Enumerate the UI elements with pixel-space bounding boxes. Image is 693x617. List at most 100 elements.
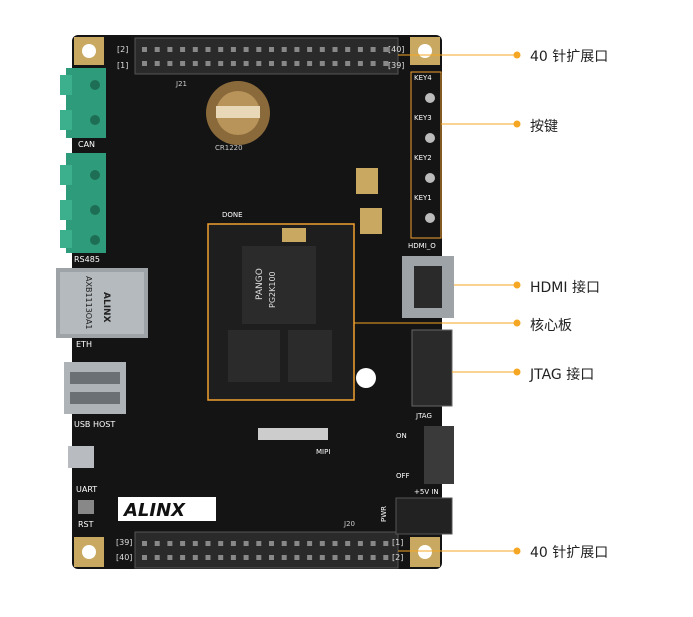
pin-marker: [39]	[116, 538, 132, 547]
header-pin	[154, 61, 160, 66]
key-label: KEY4	[414, 74, 432, 82]
header-40pin-bottom	[134, 531, 399, 569]
pin-marker: [40]	[388, 45, 404, 54]
callout-core-board: 核心板	[530, 318, 572, 334]
header-pin	[218, 555, 224, 560]
pin-marker: [2]	[392, 553, 403, 562]
header-pin	[142, 61, 147, 66]
header-pin	[243, 541, 249, 546]
key-label: KEY3	[414, 114, 432, 122]
header-pin	[142, 47, 147, 52]
pin-marker: [39]	[388, 61, 404, 70]
pin-marker: [40]	[116, 553, 132, 562]
header-pin	[307, 541, 313, 546]
header-pin	[167, 61, 173, 66]
pin-marker: [1]	[117, 61, 128, 70]
header-pin	[230, 47, 236, 52]
header-pin	[167, 555, 173, 560]
header-pin	[167, 541, 173, 546]
power-in-label: +5V IN	[414, 488, 439, 496]
header-pin	[357, 541, 363, 546]
header-pin	[294, 61, 300, 66]
header-pin	[319, 555, 325, 560]
callout-jtag: JTAG 接口	[530, 367, 595, 383]
power-jack	[395, 497, 453, 535]
pin-marker: [2]	[117, 45, 128, 54]
header-pin	[192, 61, 198, 66]
callout-dot	[513, 120, 521, 128]
header-pin	[269, 61, 274, 66]
header-pin	[383, 61, 389, 66]
header-pin	[192, 541, 198, 546]
alinx-logo-plate	[118, 497, 216, 521]
usb-host-port	[64, 362, 126, 414]
header-pin	[383, 555, 389, 560]
header-pin	[307, 61, 313, 66]
header-pin	[230, 541, 236, 546]
header-pin	[332, 541, 338, 546]
mipi-label: MIPI	[316, 448, 330, 456]
header-pin	[167, 47, 173, 52]
callout-keys: 按键	[530, 119, 558, 135]
header-pin	[357, 555, 363, 560]
header-pin	[180, 541, 186, 546]
jtag-header	[411, 329, 453, 407]
pin-marker: [1]	[392, 538, 403, 547]
header-pin	[345, 61, 351, 66]
header-pin	[180, 61, 186, 66]
header-pin	[192, 555, 198, 560]
header-pin	[294, 47, 300, 52]
header-pin	[230, 555, 236, 560]
header-pin	[345, 555, 351, 560]
callout-dot	[513, 368, 521, 376]
header-pin	[383, 541, 389, 546]
header-pin	[269, 555, 274, 560]
mipi-connector	[258, 428, 328, 440]
reset-button	[78, 500, 94, 514]
header-pin	[294, 541, 300, 546]
keys-outline	[410, 71, 442, 239]
header-pin	[281, 47, 287, 52]
header-pin	[154, 541, 160, 546]
j20-label: J20	[343, 520, 355, 528]
callout-dot	[513, 51, 521, 59]
header-pin	[180, 47, 186, 52]
header-pin	[269, 541, 274, 546]
header-pin	[205, 541, 211, 546]
header-pin	[256, 47, 262, 52]
header-pin	[370, 555, 376, 560]
header-pin	[218, 47, 224, 52]
eth-brand: ALINX	[101, 292, 111, 323]
header-pin	[332, 61, 338, 66]
header-pin	[383, 47, 389, 52]
off-label: OFF	[396, 472, 410, 480]
header-pin	[370, 541, 376, 546]
header-pin	[357, 47, 363, 52]
callout-leaders	[354, 51, 521, 555]
eth-part: AXB1113OA1	[84, 276, 93, 330]
header-pin	[281, 541, 287, 546]
header-pin	[307, 47, 313, 52]
header-pin	[319, 47, 325, 52]
header-pin	[243, 61, 249, 66]
header-pin	[154, 555, 160, 560]
can-label: CAN	[78, 140, 95, 149]
on-label: ON	[396, 432, 407, 440]
terminal-block-can	[66, 68, 106, 138]
callout-hdmi: HDMI 接口	[530, 280, 600, 296]
eth-label: ETH	[76, 340, 92, 349]
header-pin	[142, 541, 147, 546]
done-label: DONE	[222, 211, 243, 219]
header-pin	[154, 47, 160, 52]
header-pin	[256, 61, 262, 66]
header-pin	[192, 47, 198, 52]
core-chip-part: PG2K100	[268, 271, 277, 308]
header-pin	[243, 555, 249, 560]
header-pin	[307, 555, 313, 560]
header-pin	[357, 61, 363, 66]
header-pin	[294, 555, 300, 560]
hdmi-label: HDMI_O	[408, 242, 436, 250]
battery-label: CR1220	[215, 144, 243, 152]
